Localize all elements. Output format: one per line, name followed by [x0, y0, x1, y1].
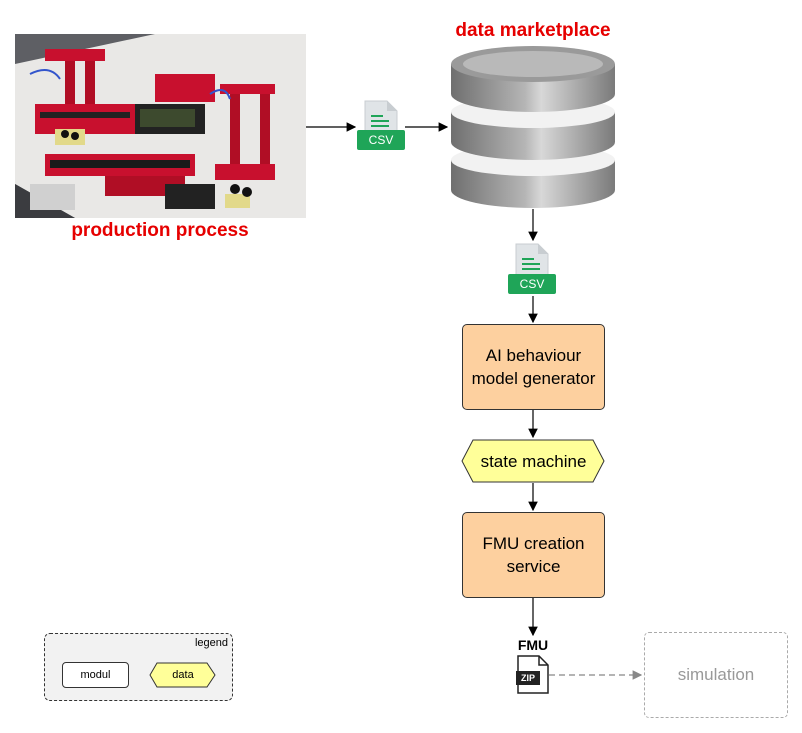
fmu-file-label: FMU: [517, 637, 549, 653]
zip-file-icon: [516, 655, 549, 694]
legend-data-shape: [149, 662, 216, 688]
production-photo: [15, 34, 306, 218]
data-marketplace-label: data marketplace: [455, 20, 611, 41]
legend-title: legend: [194, 637, 228, 649]
csv-badge: CSV: [357, 130, 405, 150]
legend-panel: legend modul data: [44, 633, 233, 701]
database-cylinder-icon: [451, 46, 615, 208]
production-process-label: production process: [71, 220, 249, 241]
fmu-creation-service-module: FMU creation service: [462, 512, 605, 598]
zip-label: ZIP: [520, 673, 535, 683]
csv-badge-2: CSV: [508, 274, 556, 294]
state-machine-label: state machine: [480, 452, 587, 471]
ai-model-generator-module: AI behaviour model generator: [462, 324, 605, 410]
legend-modul: modul: [62, 662, 129, 688]
legend-data: data: [172, 669, 194, 681]
simulation-module: simulation: [644, 632, 788, 718]
state-machine-data-shape: [461, 439, 605, 483]
